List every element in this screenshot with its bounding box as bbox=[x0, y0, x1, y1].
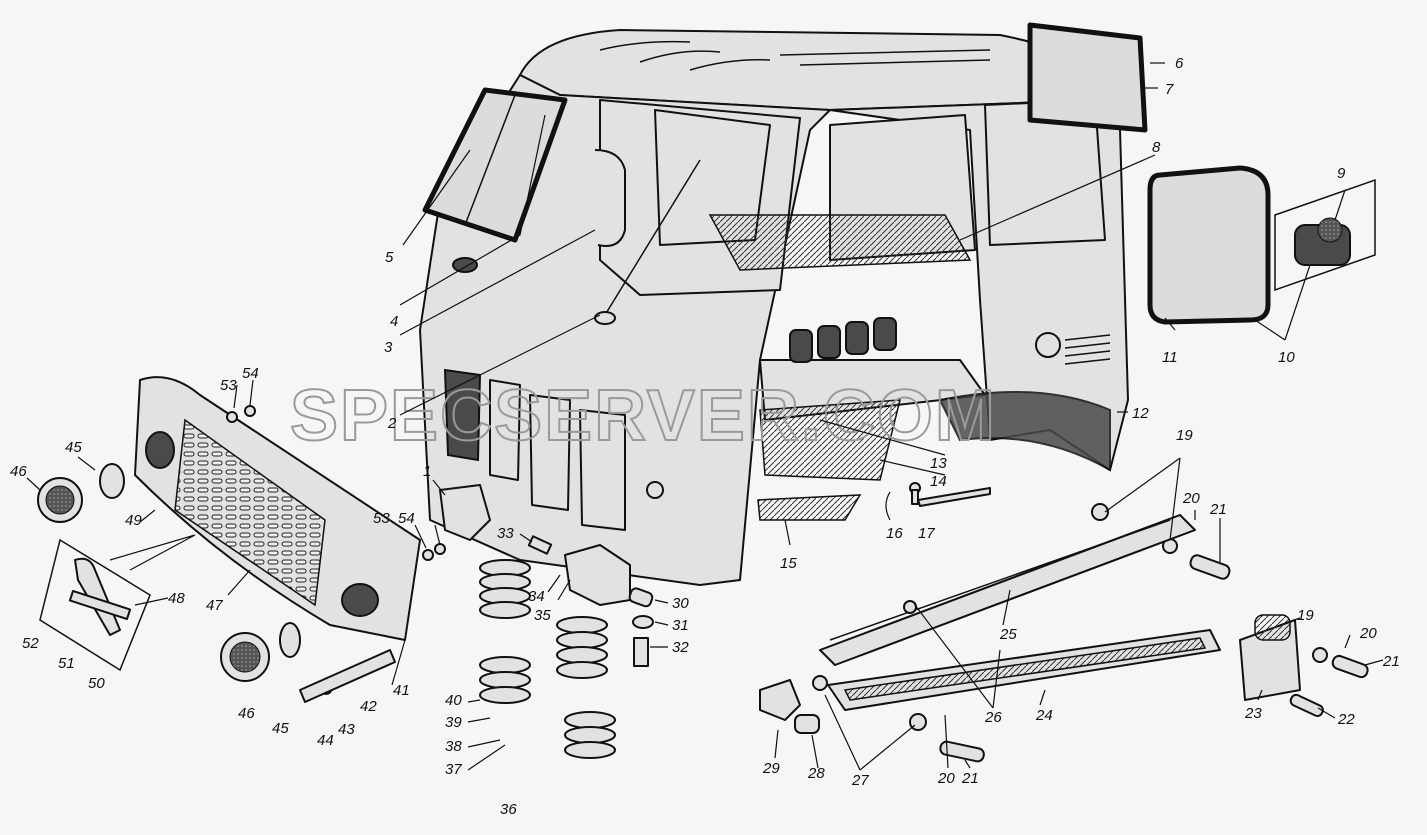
callout-30: 30 bbox=[672, 595, 689, 612]
callout-47: 47 bbox=[206, 597, 223, 614]
callout-38: 38 bbox=[445, 738, 462, 755]
callout-39: 39 bbox=[445, 714, 462, 731]
headlight-left bbox=[37, 477, 83, 523]
small-fasteners bbox=[226, 405, 1369, 763]
callout-20-top: 20 bbox=[1182, 490, 1200, 507]
callout-3: 3 bbox=[384, 339, 393, 356]
latch-assembly bbox=[39, 538, 151, 672]
callout-14: 14 bbox=[930, 473, 947, 490]
callout-42: 42 bbox=[360, 698, 377, 715]
callout-49: 49 bbox=[125, 512, 142, 529]
callout-28: 28 bbox=[807, 765, 825, 782]
callout-11: 11 bbox=[1162, 349, 1178, 366]
callout-2: 2 bbox=[387, 415, 397, 432]
callout-34: 34 bbox=[528, 588, 545, 605]
callout-19-top: 19 bbox=[1176, 427, 1193, 444]
callout-40: 40 bbox=[445, 692, 462, 709]
callout-10: 10 bbox=[1278, 349, 1295, 366]
callout-21-bottom: 21 bbox=[1382, 653, 1400, 670]
callout-21-top: 21 bbox=[1209, 501, 1227, 518]
callout-43: 43 bbox=[338, 721, 355, 738]
rod-17 bbox=[909, 482, 991, 507]
torsion-arms bbox=[819, 514, 1221, 711]
callout-29: 29 bbox=[762, 760, 780, 777]
callout-24: 24 bbox=[1035, 707, 1053, 724]
callout-6: 6 bbox=[1175, 55, 1184, 72]
callout-16: 16 bbox=[886, 525, 903, 542]
ring-45b bbox=[279, 622, 301, 658]
callout-8: 8 bbox=[1152, 139, 1161, 156]
callout-21-lower: 21 bbox=[961, 770, 979, 787]
callout-46-bottom: 46 bbox=[238, 705, 255, 722]
callout-32: 32 bbox=[672, 639, 689, 656]
callout-4: 4 bbox=[390, 313, 398, 330]
callout-35: 35 bbox=[534, 607, 551, 624]
headlight-right bbox=[220, 632, 270, 682]
callout-37: 37 bbox=[445, 761, 462, 778]
callout-27: 27 bbox=[851, 772, 869, 789]
callout-20-lower: 20 bbox=[937, 770, 955, 787]
callout-50: 50 bbox=[88, 675, 105, 692]
callout-53-mid: 53 bbox=[373, 510, 390, 527]
springs bbox=[479, 559, 616, 759]
callout-54-mid: 54 bbox=[398, 510, 415, 527]
callout-54-top: 54 bbox=[242, 365, 259, 382]
door-glass bbox=[1147, 165, 1271, 325]
callout-45-bottom: 45 bbox=[272, 720, 289, 737]
callout-5: 5 bbox=[385, 249, 394, 266]
callout-19-bottom: 19 bbox=[1297, 607, 1314, 624]
callout-9: 9 bbox=[1337, 165, 1346, 182]
dash-vents bbox=[789, 317, 897, 363]
callout-20-bottom: 20 bbox=[1359, 625, 1377, 642]
callout-23: 23 bbox=[1244, 705, 1262, 722]
callout-41: 41 bbox=[393, 682, 410, 699]
callout-13: 13 bbox=[930, 455, 947, 472]
callout-48: 48 bbox=[168, 590, 185, 607]
hinge-23 bbox=[1239, 614, 1301, 701]
side-vent bbox=[1064, 334, 1111, 365]
callout-45-top: 45 bbox=[65, 439, 82, 456]
windshield-glass bbox=[422, 87, 568, 243]
callout-53-top: 53 bbox=[220, 377, 237, 394]
front-openings bbox=[443, 368, 626, 531]
callout-15: 15 bbox=[780, 555, 797, 572]
callout-36: 36 bbox=[500, 801, 517, 818]
callout-46-top: 46 bbox=[10, 463, 27, 480]
watermark: SPECSERVER.COM bbox=[290, 376, 997, 456]
callout-25: 25 bbox=[999, 626, 1017, 643]
ring-45a bbox=[99, 463, 125, 499]
callout-26: 26 bbox=[984, 709, 1002, 726]
callout-12: 12 bbox=[1132, 405, 1149, 422]
callout-22: 22 bbox=[1337, 711, 1355, 728]
callout-52: 52 bbox=[22, 635, 39, 652]
rear-window-glass bbox=[1027, 22, 1148, 133]
callout-labels: 5 4 3 2 6 7 8 9 11 10 12 13 14 16 17 15 … bbox=[10, 55, 1400, 818]
callout-31: 31 bbox=[672, 617, 689, 634]
callout-17: 17 bbox=[918, 525, 935, 542]
callout-33: 33 bbox=[497, 525, 514, 542]
cab-body bbox=[419, 29, 1129, 586]
callout-51: 51 bbox=[58, 655, 75, 672]
callout-1: 1 bbox=[423, 463, 431, 480]
window-regulator bbox=[1274, 178, 1376, 292]
radiator-grille bbox=[134, 376, 421, 641]
callout-7: 7 bbox=[1165, 81, 1174, 98]
bracket-1 bbox=[439, 484, 491, 541]
leader-lines bbox=[26, 62, 1384, 771]
callout-44: 44 bbox=[317, 732, 334, 749]
